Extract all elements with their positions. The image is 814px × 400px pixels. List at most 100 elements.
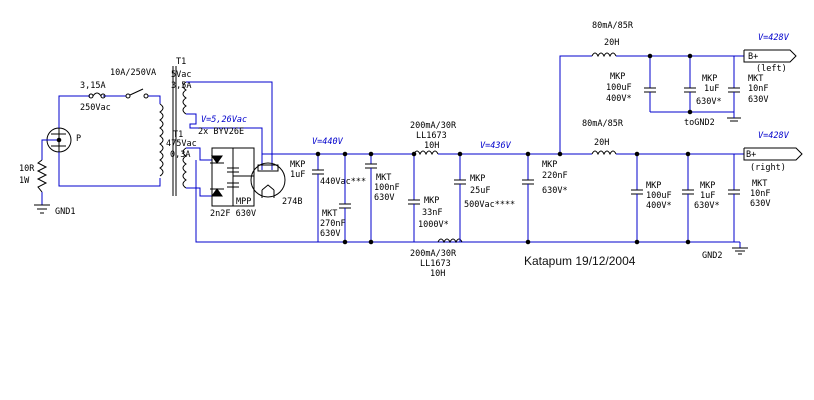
- mkp100r-c: 400V*: [646, 201, 672, 211]
- ground-1-symbol: [34, 204, 50, 214]
- cap-mkt-270nf: [339, 154, 351, 242]
- right-channel-label: (right): [750, 163, 786, 173]
- mkp33-a: MKP: [424, 196, 439, 206]
- mkt100-b: 100nF: [374, 183, 400, 193]
- mkt10r-c: 630V: [750, 199, 770, 209]
- voltage-428-right: V=428V: [758, 131, 790, 141]
- bplus-left-connector: [743, 49, 797, 63]
- mkt100-a: MKT: [376, 173, 391, 183]
- tube-output-wire: [261, 153, 330, 163]
- fuse-rating: 3,15A: [80, 81, 106, 91]
- mkp100l-a: MKP: [610, 72, 625, 82]
- signature: Katapum 19/12/2004: [524, 254, 636, 268]
- cap-2n2-label: 2n2F 630V: [210, 209, 256, 219]
- cap-440vac: 440Vac***: [320, 177, 366, 187]
- t1-35a: 3,5A: [171, 81, 191, 91]
- cap-mkp-33nf: [408, 154, 420, 242]
- choke2-b: LL1673: [420, 259, 451, 269]
- mkt270-a: MKT: [322, 209, 337, 219]
- mkp1-a: MKP: [290, 160, 305, 170]
- ground-2-label: GND2: [702, 251, 722, 261]
- voltage-436: V=436V: [480, 141, 512, 151]
- cap-mkp-220nf: [522, 154, 534, 242]
- t1-mid-label: T1: [173, 130, 183, 140]
- choke1-b: LL1673: [416, 131, 447, 141]
- choke2-c: 10H: [430, 269, 445, 279]
- diode-label: 2x BYV26E: [198, 127, 244, 137]
- transformer-t1: [159, 66, 187, 196]
- cap-mkp-25uf: [454, 154, 466, 242]
- fuse-voltage: 250Vac: [80, 103, 111, 113]
- plug-label: P: [76, 134, 81, 144]
- mkp33-c: 1000V*: [418, 220, 449, 230]
- mkp100l-c: 400V*: [606, 94, 632, 104]
- mkp220-c: 630V*: [542, 186, 568, 196]
- choke-right: [591, 150, 617, 156]
- t1-top-label: T1: [176, 57, 186, 67]
- mkp25-b: 25uF: [470, 186, 490, 196]
- diode-pair: [210, 147, 255, 207]
- mkp1l-c: 630V*: [696, 97, 722, 107]
- tube-label: 274B: [282, 197, 302, 207]
- power-switch: [125, 88, 149, 99]
- cap-mkp-1uf: [312, 154, 324, 242]
- hv-secondary-wires: [186, 147, 330, 243]
- choke1-a: 200mA/30R: [410, 121, 457, 131]
- resistor-value: 10R: [19, 164, 35, 174]
- mkt10l-b: 10nF: [748, 84, 768, 94]
- choke-2: [437, 238, 463, 244]
- cap-left-100uf: [644, 56, 656, 112]
- mpp-label: MPP: [236, 197, 251, 207]
- mkp1l-b: 1uF: [704, 84, 719, 94]
- voltage-440: V=440V: [312, 137, 344, 147]
- cap-right-10nf: [728, 154, 740, 242]
- mkt100-c: 630V: [374, 193, 394, 203]
- mkp25-c: 500Vac****: [464, 200, 515, 210]
- t1-5vac: 5Vac: [171, 70, 191, 80]
- resistor-power: 1W: [19, 176, 30, 186]
- mkp1-b: 1uF: [290, 170, 305, 180]
- mkp1l-a: MKP: [702, 74, 717, 84]
- mkp25-a: MKP: [470, 174, 485, 184]
- choke-left: [591, 52, 617, 58]
- bplus-left: B+: [748, 52, 758, 62]
- mkt270-c: 630V: [320, 229, 340, 239]
- t1-03a: 0,3A: [170, 150, 190, 160]
- choke2-a: 200mA/30R: [410, 249, 457, 259]
- mkt10r-a: MKT: [752, 179, 767, 189]
- cap-left-1uf: [684, 56, 696, 112]
- fuse: [88, 92, 106, 99]
- switch-rating: 10A/250VA: [110, 68, 156, 78]
- t1-475vac: 475Vac: [166, 139, 197, 149]
- choke-1: [413, 150, 439, 156]
- mkp100r-a: MKP: [646, 181, 661, 191]
- choke1-c: 10H: [424, 141, 439, 151]
- voltage-428-left: V=428V: [758, 33, 790, 43]
- mkt10l-a: MKT: [748, 74, 763, 84]
- mkp100r-b: 100uF: [646, 191, 672, 201]
- choke-right-b: 20H: [594, 138, 609, 148]
- mkt270-b: 270nF: [320, 219, 346, 229]
- choke-right-a: 80mA/85R: [582, 119, 624, 129]
- mkp100l-b: 100uF: [606, 83, 632, 93]
- mains-wires: [41, 95, 161, 205]
- ground-1-label: GND1: [55, 207, 75, 217]
- left-channel-label: (left): [756, 64, 787, 74]
- junction-dots: [56, 53, 693, 245]
- mkt10l-c: 630V: [748, 95, 768, 105]
- cap-right-100uf: [631, 154, 643, 242]
- choke-left-a: 80mA/85R: [592, 21, 634, 31]
- filament-wires: [186, 81, 273, 170]
- to-gnd2-label: toGND2: [684, 118, 715, 128]
- hv-bus-wires: [330, 55, 744, 243]
- mkp220-b: 220nF: [542, 171, 568, 181]
- mkp220-a: MKP: [542, 160, 557, 170]
- rectifier-tube-274b: [250, 162, 286, 198]
- choke-left-b: 20H: [604, 38, 619, 48]
- ground-2-symbol: [732, 242, 748, 255]
- bplus-right: B+: [746, 150, 756, 160]
- bplus-right-connector: [743, 147, 803, 161]
- mkt10r-b: 10nF: [750, 189, 770, 199]
- mkp33-b: 33nF: [422, 208, 442, 218]
